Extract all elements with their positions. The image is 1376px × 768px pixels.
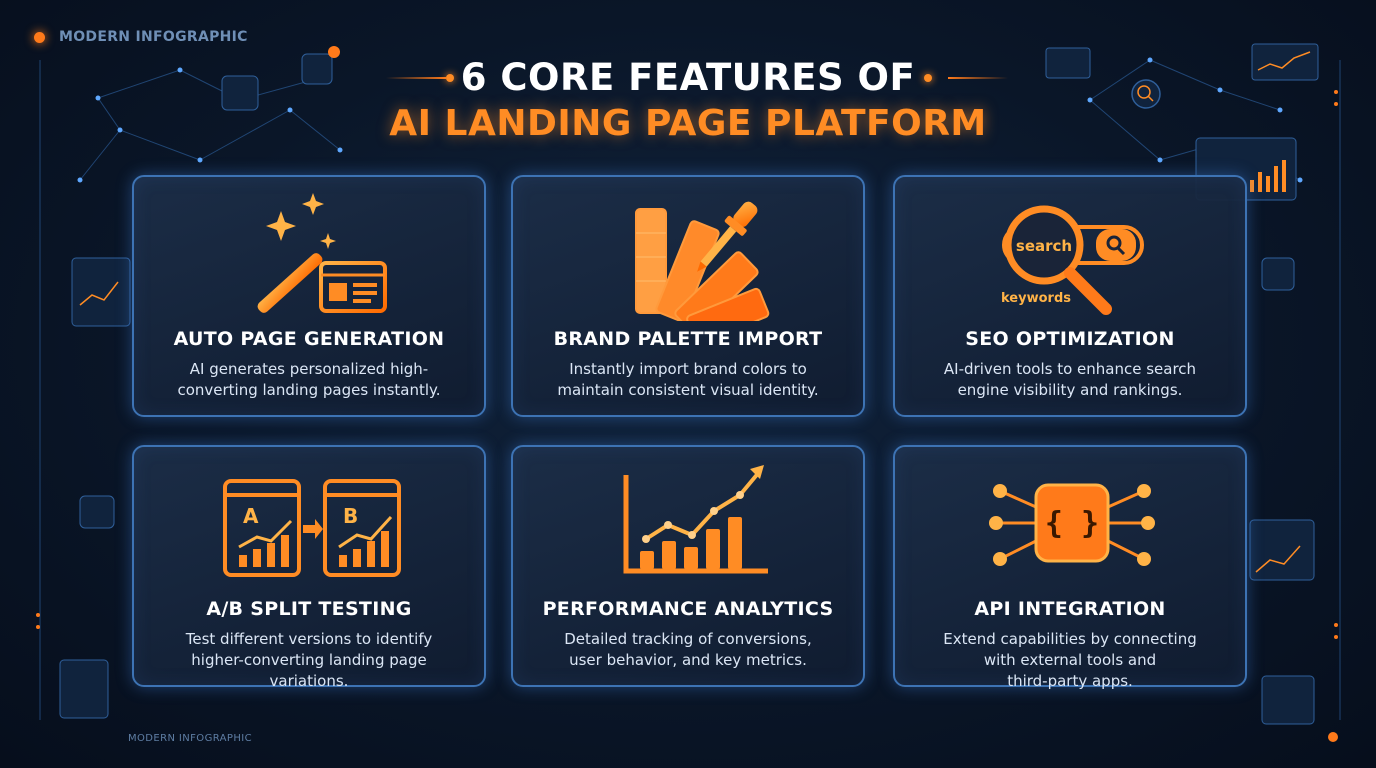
feature-description-line: variations. xyxy=(269,672,349,690)
feature-title: BRAND PALETTE IMPORT xyxy=(553,328,823,350)
search-text: search xyxy=(1016,237,1072,255)
feature-description: Instantly import brand colors to maintai… xyxy=(523,359,853,401)
feature-title: PERFORMANCE ANALYTICS xyxy=(542,598,834,620)
ab-test-icon: A B xyxy=(223,479,401,577)
title-decor-dot-right xyxy=(924,74,932,82)
feature-description-line: with external tools and xyxy=(983,651,1157,669)
keywords-text: keywords xyxy=(1001,291,1071,306)
feature-description-line: converting landing pages instantly. xyxy=(177,381,441,399)
feature-title: A/B SPLIT TESTING xyxy=(206,598,412,620)
api-braces-icon: { } xyxy=(989,483,1155,566)
feature-card-brand-palette-import: BRAND PALETTE IMPORT Instantly import br… xyxy=(511,175,865,417)
feature-card-performance-analytics: PERFORMANCE ANALYTICS Detailed tracking … xyxy=(511,445,865,687)
feature-description: Test different versions to identify high… xyxy=(144,629,474,692)
brand-footer: MODERN INFOGRAPHIC xyxy=(128,733,252,744)
feature-card-auto-page-generation: AUTO PAGE GENERATION AI generates person… xyxy=(132,175,486,417)
feature-description: AI generates personalized high- converti… xyxy=(144,359,474,401)
feature-description: Detailed tracking of conversions, user b… xyxy=(523,629,853,671)
brand-header: MODERN INFOGRAPHIC xyxy=(34,29,248,45)
feature-card-ab-split-testing: A B A/B SPLIT TESTING Test different ver… xyxy=(132,445,486,690)
feature-description-line: user behavior, and key metrics. xyxy=(569,651,807,669)
feature-description: Extend capabilities by connecting with e… xyxy=(905,629,1235,692)
feature-card-api-integration: { } API INTEGRATION Extend capabilities … xyxy=(893,445,1247,690)
feature-description-line: maintain consistent visual identity. xyxy=(557,381,819,399)
magnifier-icon: search keywords xyxy=(1001,205,1144,315)
feature-title: AUTO PAGE GENERATION xyxy=(173,328,445,350)
feature-card-seo-optimization: search keywords SEO OPTIMIZATION AI-driv… xyxy=(893,175,1247,417)
feature-description: AI-driven tools to enhance search engine… xyxy=(905,359,1235,401)
feature-description-line: AI generates personalized high- xyxy=(189,360,429,378)
feature-description-line: Extend capabilities by connecting xyxy=(943,630,1197,648)
feature-description-line: AI-driven tools to enhance search xyxy=(943,360,1197,378)
title-decor-line-left xyxy=(386,77,446,79)
feature-title: SEO OPTIMIZATION xyxy=(965,328,1175,350)
feature-description-line: Detailed tracking of conversions, xyxy=(564,630,812,648)
feature-description-line: higher-converting landing page xyxy=(191,651,427,669)
brand-dot-icon xyxy=(34,31,45,43)
feature-description-line: Instantly import brand colors to xyxy=(569,360,807,378)
variant-b-label: B xyxy=(343,504,358,528)
feature-description-line: Test different versions to identify xyxy=(185,630,433,648)
variant-a-label: A xyxy=(243,504,259,528)
braces-text: { } xyxy=(1045,506,1099,541)
title-decor-line-right xyxy=(948,77,1008,79)
page-title-line2: AI LANDING PAGE PLATFORM xyxy=(389,103,987,144)
brand-name: MODERN INFOGRAPHIC xyxy=(59,29,248,45)
title-decor-dot-left xyxy=(446,74,454,82)
feature-title: API INTEGRATION xyxy=(974,598,1166,620)
feature-description-line: third-party apps. xyxy=(1007,672,1133,690)
feature-description-line: engine visibility and rankings. xyxy=(957,381,1183,399)
growth-chart-icon xyxy=(623,465,768,574)
color-palette-icon xyxy=(635,201,770,321)
magic-wand-icon xyxy=(257,193,387,313)
page-title-line1: 6 CORE FEATURES OF xyxy=(460,56,916,99)
